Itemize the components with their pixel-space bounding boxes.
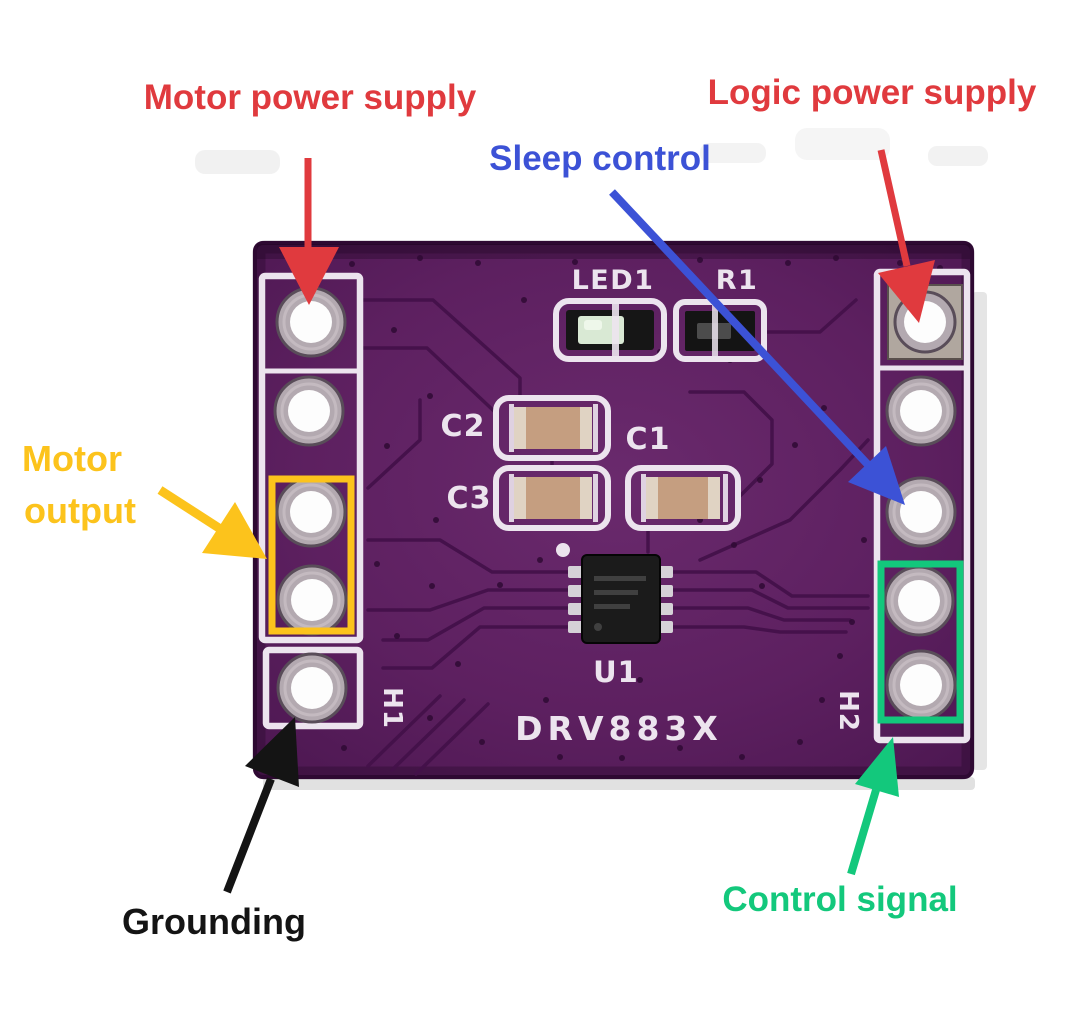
left-ground-pin-box: [262, 646, 364, 730]
led1-label: LED1: [572, 265, 655, 296]
annotation-overlays: [157, 149, 964, 894]
board-shadow: [263, 292, 987, 790]
u1-pin1-dot: [556, 543, 570, 557]
right-pin-5-control-signal: [885, 649, 957, 721]
annotation-labels: Motor power supply Logic power supply Sl…: [22, 73, 1037, 942]
part-number-label: DRV883X: [515, 709, 723, 748]
motor-output-label-line1: Motor: [22, 438, 122, 479]
left-pin-3-motor-output: [275, 476, 347, 548]
h1-label: H1: [377, 687, 407, 729]
left-pin-2: [273, 375, 345, 447]
control-signal-label: Control signal: [722, 880, 957, 919]
motor-output-label-line2: output: [24, 490, 136, 531]
left-pin-5-ground: [276, 652, 348, 724]
motor-power-supply-label: Motor power supply: [144, 78, 477, 117]
sleep-control-label: Sleep control: [489, 139, 711, 178]
grounding-arrow: [223, 717, 299, 894]
logic-power-arrow: [877, 149, 935, 323]
c1-capacitor: [625, 465, 741, 531]
h2-label: H2: [833, 690, 863, 732]
c2-label: C2: [441, 409, 486, 444]
motor-output-arrow: [157, 486, 267, 559]
left-header-pins: [273, 286, 348, 724]
c1-label: C1: [626, 422, 671, 457]
led1-component: [553, 298, 667, 362]
grounding-label: Grounding: [122, 901, 306, 942]
pcb-top-bevel: [257, 244, 970, 259]
u1-label: U1: [593, 655, 639, 689]
right-header-pins: [883, 290, 957, 721]
u1-chip: [556, 543, 673, 644]
right-pin-4-control-signal: [883, 565, 955, 637]
c2-capacitor: [493, 395, 611, 461]
control-signal-highlight-box: [877, 560, 964, 724]
u1-chip-markings: [594, 576, 646, 631]
pcb-substrate: [253, 241, 974, 779]
pcb-board: LED1 R1 C2 C1 C3 U1 DRV883X H1 H2: [252, 240, 975, 780]
photo-background-artifacts: [195, 128, 988, 174]
sleep-control-arrow: [609, 189, 905, 505]
copper-traces: [358, 298, 870, 776]
control-signal-arrow: [847, 737, 899, 876]
r1-label: R1: [716, 265, 759, 296]
u1-chip-body: [581, 554, 661, 644]
motor-power-arrow: [279, 158, 339, 305]
left-pin-4-motor-output: [276, 564, 348, 636]
motor-output-highlight-box: [268, 475, 355, 635]
silkscreen-labels: LED1 R1 C2 C1 C3 U1 DRV883X H1 H2: [377, 265, 863, 748]
right-pin-3-sleep-control: [885, 476, 957, 548]
c3-label: C3: [447, 481, 492, 516]
right-pin-2: [885, 375, 957, 447]
logic-power-supply-label: Logic power supply: [708, 73, 1037, 112]
c3-capacitor: [493, 465, 611, 531]
